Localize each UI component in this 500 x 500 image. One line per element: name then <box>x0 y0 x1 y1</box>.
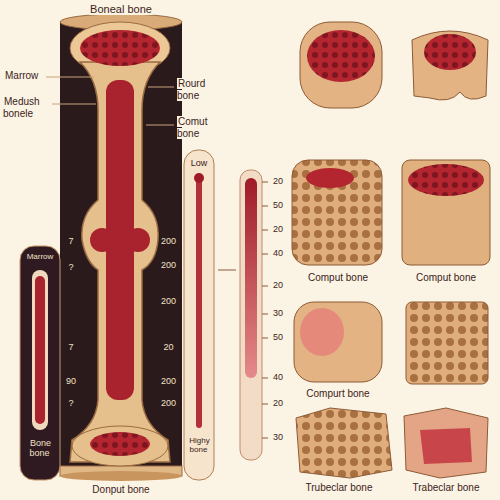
text-patch: 20 <box>162 342 174 352</box>
text-patch: Comput bone <box>415 272 477 283</box>
text-patch: Medush bonele <box>3 96 40 119</box>
text-patch: Donput bone <box>91 484 150 495</box>
text-patch: Low <box>190 158 209 168</box>
text-patch: 30 <box>272 432 284 442</box>
text-patch: 200 <box>160 260 177 270</box>
scale-number: ? <box>63 398 79 408</box>
text-patch: Trabeclar bone <box>412 482 481 493</box>
text-patch: Marrow <box>4 70 39 81</box>
text-patch: 7 <box>67 236 74 246</box>
scale-number: 40 <box>271 372 291 382</box>
part-label: Trubeclar bone <box>284 482 394 494</box>
part-label: Trabeclar bone <box>396 482 496 494</box>
text-patch: Comut bone <box>177 116 207 139</box>
part-label: Compurt bone <box>286 388 390 400</box>
text-patch: 7 <box>67 342 74 352</box>
scale-number: ? <box>63 262 79 272</box>
text-patch: ? <box>67 398 74 408</box>
scale-number: 7 <box>63 236 79 246</box>
text-patch: 200 <box>160 398 177 408</box>
scale-number: 200 <box>157 236 180 246</box>
scale-number: 90 <box>62 376 80 386</box>
scale-number: 20 <box>157 342 180 352</box>
text-patch: Rourd bone <box>177 78 205 101</box>
scale-number: 200 <box>157 376 180 386</box>
text-patch: 30 <box>272 308 284 318</box>
part-label: Medush bonele <box>2 96 52 119</box>
text-patch: 90 <box>65 376 77 386</box>
scale-label: Low <box>186 158 212 168</box>
text-patch: ? <box>67 262 74 272</box>
scale-number: 200 <box>157 260 180 270</box>
scale-number: 7 <box>63 342 79 352</box>
scale-number: 20 <box>271 280 291 290</box>
title-label: Boneal bone <box>60 3 182 16</box>
text-patch: Compurt bone <box>305 388 370 399</box>
part-label: Bone bone <box>21 438 59 459</box>
text-patch: Highy bone <box>188 436 209 454</box>
scale-number: 20 <box>271 398 291 408</box>
part-label: Donput bone <box>66 484 176 496</box>
text-patch: 20 <box>272 280 284 290</box>
scale-number: 20 <box>271 176 291 186</box>
part-label: Marrow <box>21 252 59 261</box>
scale-number: 40 <box>271 248 291 258</box>
scale-number: 200 <box>157 296 180 306</box>
part-label: Rourd bone <box>176 78 220 101</box>
text-patch: 20 <box>272 224 284 234</box>
text-patch: Trubeclar bone <box>305 482 374 493</box>
text-patch: Boneal bone <box>89 3 153 15</box>
text-patch: Comput bone <box>307 272 369 283</box>
text-patch: 20 <box>272 398 284 408</box>
text-patch: 40 <box>272 372 284 382</box>
text-patch: 200 <box>160 376 177 386</box>
part-label: Comput bone <box>288 272 388 284</box>
scale-number: 50 <box>271 200 291 210</box>
scale-number: 30 <box>271 432 291 442</box>
text-patch: 200 <box>160 296 177 306</box>
text-patch: Marrow <box>26 252 55 261</box>
scale-number: 20 <box>271 224 291 234</box>
scale-number: 50 <box>271 332 291 342</box>
part-label: Comput bone <box>398 272 494 284</box>
text-patch: Bone bone <box>29 438 51 458</box>
text-patch: 50 <box>272 332 284 342</box>
text-patch: 20 <box>272 176 284 186</box>
scale-label: Highy bone <box>186 436 212 454</box>
part-label: Comut bone <box>176 116 220 139</box>
text-patch: 200 <box>160 236 177 246</box>
text-patch: 40 <box>272 248 284 258</box>
part-label: Marrow <box>3 70 47 82</box>
text-patch: 50 <box>272 200 284 210</box>
scale-number: 200 <box>157 398 180 408</box>
scale-number: 30 <box>271 308 291 318</box>
